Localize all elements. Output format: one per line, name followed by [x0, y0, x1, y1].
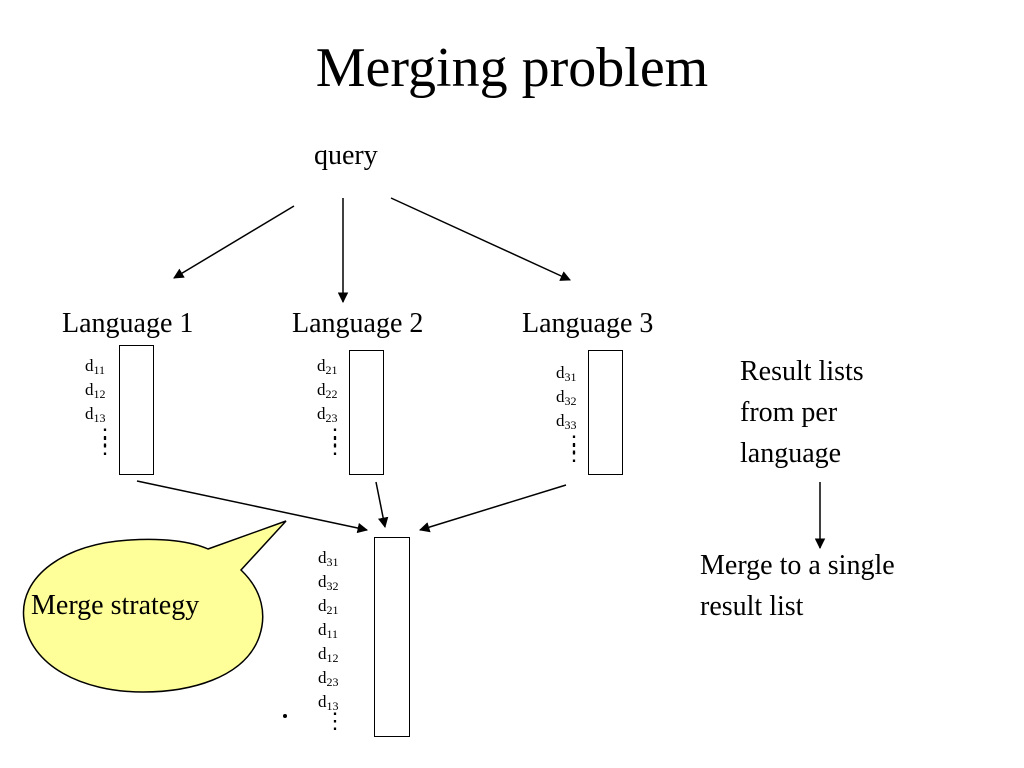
merge-note: Merge to a single result list	[700, 550, 895, 622]
list-item: d23	[317, 404, 338, 425]
list-item: d31	[556, 363, 577, 384]
arrow-list-1-to-merged	[136, 480, 369, 534]
list-item: d22	[317, 380, 338, 401]
result-list-2: d21 d22 d23	[317, 354, 338, 426]
list-2-ellipsis: ⋮⋮	[324, 424, 346, 458]
result-list-3: d31 d32 d33	[556, 361, 577, 433]
list-item: d21	[317, 356, 338, 377]
result-list-2-box	[349, 350, 384, 475]
merged-list-ellipsis: ⋮	[324, 708, 346, 733]
merged-list: d31 d32 d21 d11 d12 d23 d13	[318, 546, 339, 714]
list-item: d12	[85, 380, 106, 401]
list-item: d32	[556, 387, 577, 408]
language-3-label: Language 3	[522, 308, 654, 339]
list-item: d11	[85, 356, 106, 377]
result-list-1-box	[119, 345, 154, 475]
arrow-list-3-to-merged	[418, 484, 567, 533]
list-item: d11	[318, 620, 339, 641]
list-item: d13	[85, 404, 106, 425]
arrow-list-2-to-merged	[375, 481, 389, 529]
callout-text: Merge strategy	[31, 590, 200, 621]
list-item: d12	[318, 644, 339, 665]
list-item: d33	[556, 411, 577, 432]
list-item: d23	[318, 668, 339, 689]
slide-title: Merging problem	[315, 37, 709, 99]
list-1-ellipsis: ⋮⋮	[94, 424, 116, 458]
result-lists-note: Result lists from per language	[740, 356, 864, 469]
list-item: d13	[318, 692, 339, 713]
list-item: d32	[318, 572, 339, 593]
language-2-label: Language 2	[292, 308, 424, 339]
list-3-ellipsis: ⋮⋮	[563, 431, 585, 465]
list-item: d31	[318, 548, 339, 569]
arrow-query-to-language-3	[390, 197, 571, 281]
query-label: query	[314, 140, 378, 171]
callout-bubble	[22, 520, 287, 693]
language-1-label: Language 1	[62, 308, 194, 339]
stray-dot	[283, 714, 287, 718]
arrow-query-to-language-1	[173, 205, 295, 279]
list-item: d21	[318, 596, 339, 617]
result-list-1: d11 d12 d13	[85, 354, 106, 426]
merged-list-box	[374, 537, 410, 737]
result-list-3-box	[588, 350, 623, 475]
